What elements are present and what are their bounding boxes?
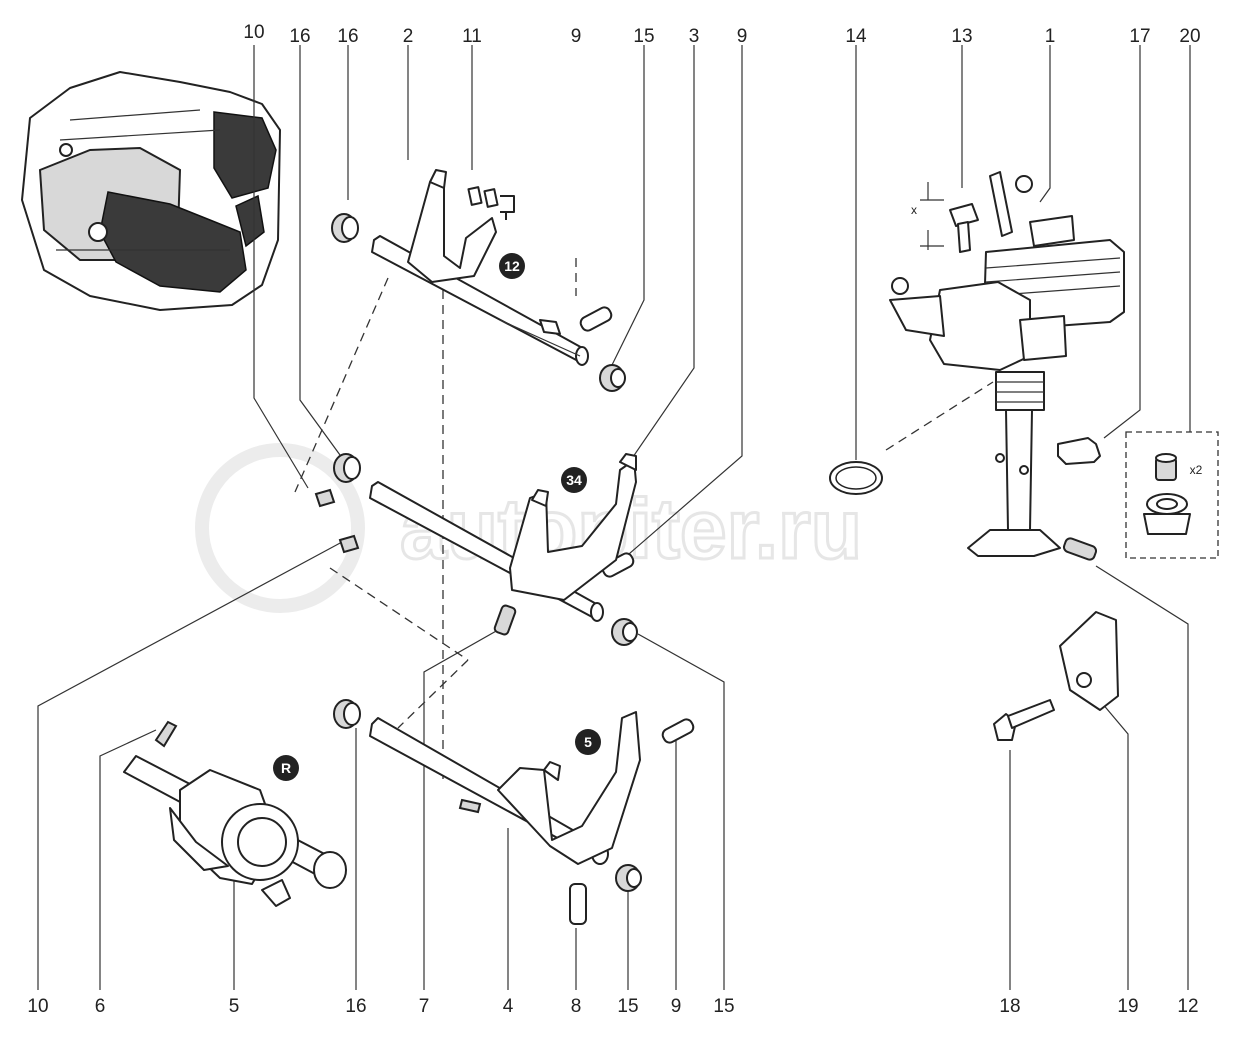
badge-12: 12: [499, 253, 525, 279]
bush-16-low: [333, 699, 361, 729]
kit-quantity: x2: [1190, 463, 1203, 477]
callout-top-label: 3: [689, 26, 700, 47]
callout-bottom-label: 10: [27, 996, 48, 1017]
badge-R: R: [273, 755, 299, 781]
callout-bottom-label: 9: [671, 996, 682, 1017]
callout-top-label: 17: [1129, 26, 1150, 47]
badge-5-label: 5: [584, 734, 592, 750]
selector-housing: [889, 171, 1125, 557]
badge-R-label: R: [281, 760, 291, 776]
o-ring-14: [829, 461, 883, 495]
callouts-bottom: 10 6 5 16 7 4 8 15 9 15 18 19 12: [27, 996, 1198, 1017]
plug-17: [1057, 437, 1101, 465]
callout-bottom-label: 6: [95, 996, 106, 1017]
callouts-top: 10 16 16 2 11 9 15 3 9 14 13 1 17 20: [243, 22, 1200, 47]
bracket-19: [1059, 611, 1119, 711]
bush-16-top: [331, 213, 359, 243]
key-6: [154, 720, 178, 748]
lock-pin-10: [314, 488, 360, 554]
callout-top-label: 1: [1045, 26, 1056, 47]
callout-top-label: 10: [243, 22, 264, 43]
callout-bottom-label: 19: [1117, 996, 1138, 1017]
badge-34: 34: [561, 467, 587, 493]
reverse-shaft: [123, 755, 347, 907]
dimension-label: x: [911, 203, 917, 217]
callout-top-label: 9: [571, 26, 582, 47]
callout-bottom-label: 7: [419, 996, 430, 1017]
callout-bottom-label: 12: [1177, 996, 1198, 1017]
callout-bottom-label: 15: [713, 996, 734, 1017]
gearbox-thumbnail: [21, 71, 281, 311]
callout-top-label: 2: [403, 26, 414, 47]
leader-lines: [37, 45, 1191, 990]
badge-5: 5: [575, 729, 601, 755]
pin-9-top: [579, 306, 613, 332]
detent-pieces: [467, 186, 515, 220]
bolt-13: x: [911, 182, 979, 253]
badge-34-label: 34: [566, 472, 582, 488]
fork-shaft-34: [369, 453, 637, 622]
callout-bottom-label: 16: [345, 996, 366, 1017]
kit-box-20: x2: [1125, 431, 1219, 559]
callout-top-label: 14: [845, 26, 867, 47]
callout-bottom-label: 5: [229, 996, 240, 1017]
callout-bottom-label: 4: [503, 996, 514, 1017]
callout-top-label: 16: [289, 26, 310, 47]
callout-bottom-label: 18: [999, 996, 1020, 1017]
ring-15-low: [615, 864, 642, 892]
callout-top-label: 11: [462, 26, 482, 47]
callout-top-label: 16: [337, 26, 358, 47]
ring-15-mid: [611, 618, 638, 646]
fork-shaft-5: [369, 711, 641, 865]
callout-top-label: 9: [737, 26, 748, 47]
callout-top-label: 13: [951, 26, 972, 47]
pin-12: [1062, 537, 1098, 561]
badge-12-label: 12: [504, 258, 520, 274]
pin-9-low: [661, 718, 695, 744]
bolt-18: [993, 699, 1055, 741]
ring-15-top: [599, 364, 626, 392]
callout-bottom-label: 15: [617, 996, 638, 1017]
fork-shaft-12: [371, 169, 589, 366]
bush-16-mid: [333, 453, 361, 483]
callout-top-label: 15: [633, 26, 654, 47]
callout-top-label: 20: [1179, 26, 1200, 47]
pin-7: [493, 604, 517, 636]
callout-bottom-label: 8: [571, 996, 582, 1017]
pin-8: [569, 883, 587, 925]
